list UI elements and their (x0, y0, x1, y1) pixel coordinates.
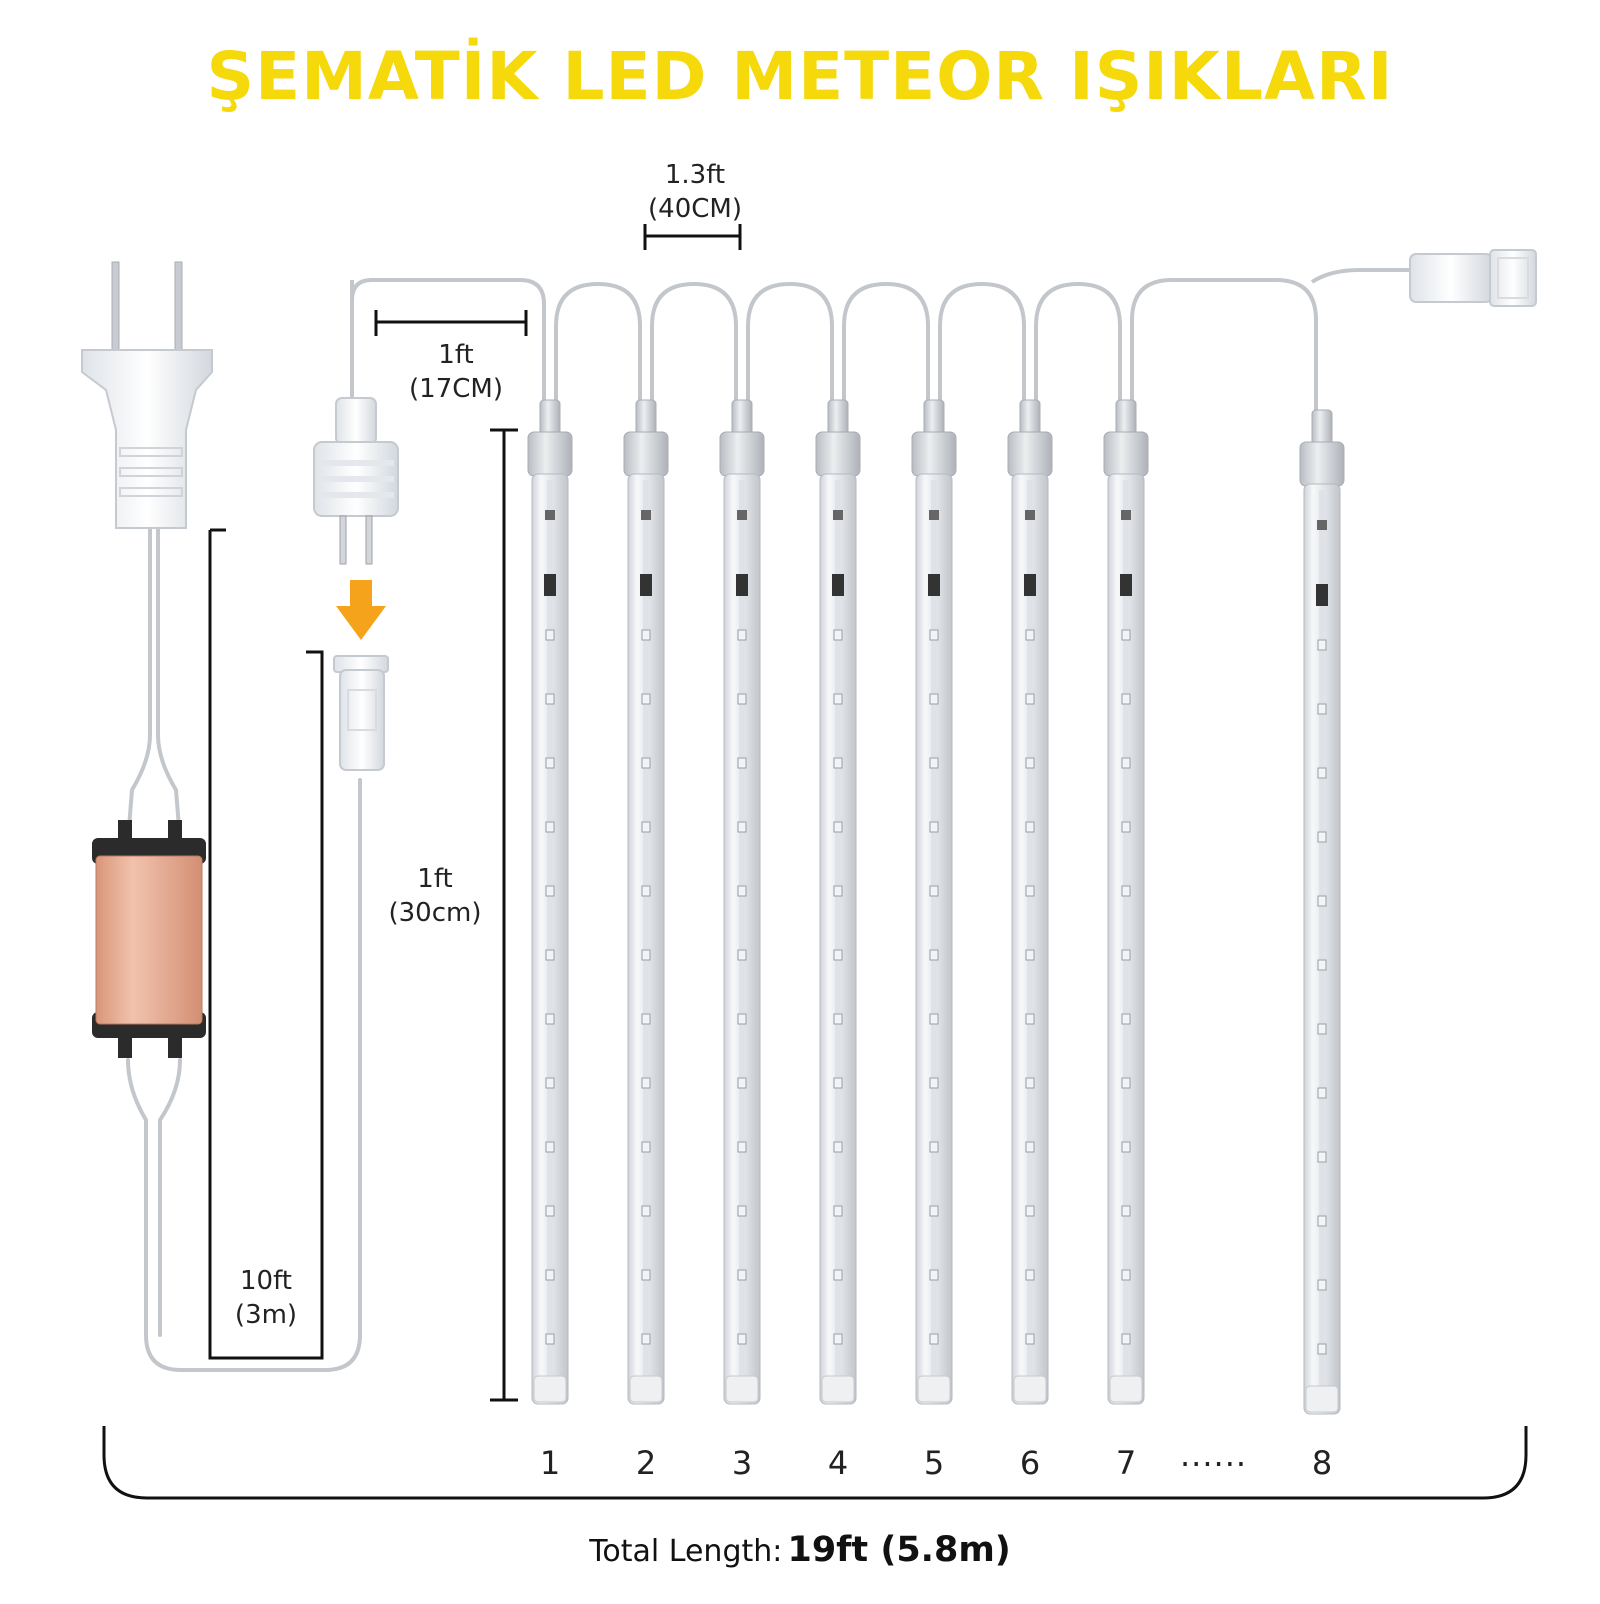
loop-wire-4 (842, 281, 930, 410)
cable-value: 10ft (240, 1266, 292, 1296)
meteor-tube-1 (527, 399, 573, 1405)
tube-number-7: 7 (1115, 1444, 1137, 1482)
total-length-value: 19ft (5.8m) (787, 1530, 1011, 1570)
meteor-tube-2 (623, 399, 669, 1405)
meteor-tube-8 (1299, 409, 1345, 1415)
meteor-tube-7 (1103, 399, 1149, 1405)
arrow-down-icon (336, 580, 386, 640)
connector-icon (313, 280, 399, 565)
page-title: ŞEMATİK LED METEOR IŞIKLARI (206, 38, 1394, 115)
tube-number-8: 8 (1311, 1444, 1333, 1482)
spacing-label: 1.3ft (40CM) (640, 158, 750, 226)
lead-value: 1ft (438, 340, 474, 370)
cable-label: 10ft (3m) (216, 1264, 316, 1332)
loop-wire-1 (554, 281, 642, 410)
tube-length-value: 1ft (417, 864, 453, 894)
ellipsis: ...... (1180, 1436, 1248, 1474)
tube-length-label: 1ft (30cm) (380, 862, 490, 930)
loop-wire-5 (938, 281, 1026, 410)
tube-number-4: 4 (827, 1444, 849, 1482)
cable-metric: (3m) (234, 1300, 298, 1330)
tube-number-6: 6 (1019, 1444, 1041, 1482)
lead-metric: (17CM) (409, 374, 503, 404)
tube-number-1: 1 (539, 1444, 561, 1482)
plug-icon (81, 261, 213, 529)
dimension-lines (102, 224, 1528, 1500)
loop-wire-2 (650, 281, 738, 410)
lead-label: 1ft (17CM) (396, 338, 516, 406)
lead-wire (350, 278, 546, 410)
meteor-tube-5 (911, 399, 957, 1405)
meteor-tube-3 (719, 399, 765, 1405)
meteor-tube-6 (1007, 399, 1053, 1405)
meteor-tube-4 (815, 399, 861, 1405)
power-adapter-icon (92, 820, 206, 1058)
tube-length-metric: (30cm) (388, 898, 482, 928)
loop-wire-3 (746, 281, 834, 410)
spacing-value: 1.3ft (664, 160, 726, 190)
tube-number-5: 5 (923, 1444, 945, 1482)
loop-wire-7 (1130, 278, 1318, 410)
total-length-label: Total Length: (589, 1534, 783, 1569)
tube-number-2: 2 (635, 1444, 657, 1482)
meteor-tubes (350, 278, 1345, 1415)
total-length: Total Length: 19ft (5.8m) (0, 1530, 1600, 1570)
loop-wire-6 (1034, 281, 1122, 410)
power-cable (126, 528, 362, 1372)
end-cap-icon (1310, 249, 1537, 307)
spacing-metric: (40CM) (648, 194, 742, 224)
connector-female (333, 655, 389, 771)
tube-number-3: 3 (731, 1444, 753, 1482)
